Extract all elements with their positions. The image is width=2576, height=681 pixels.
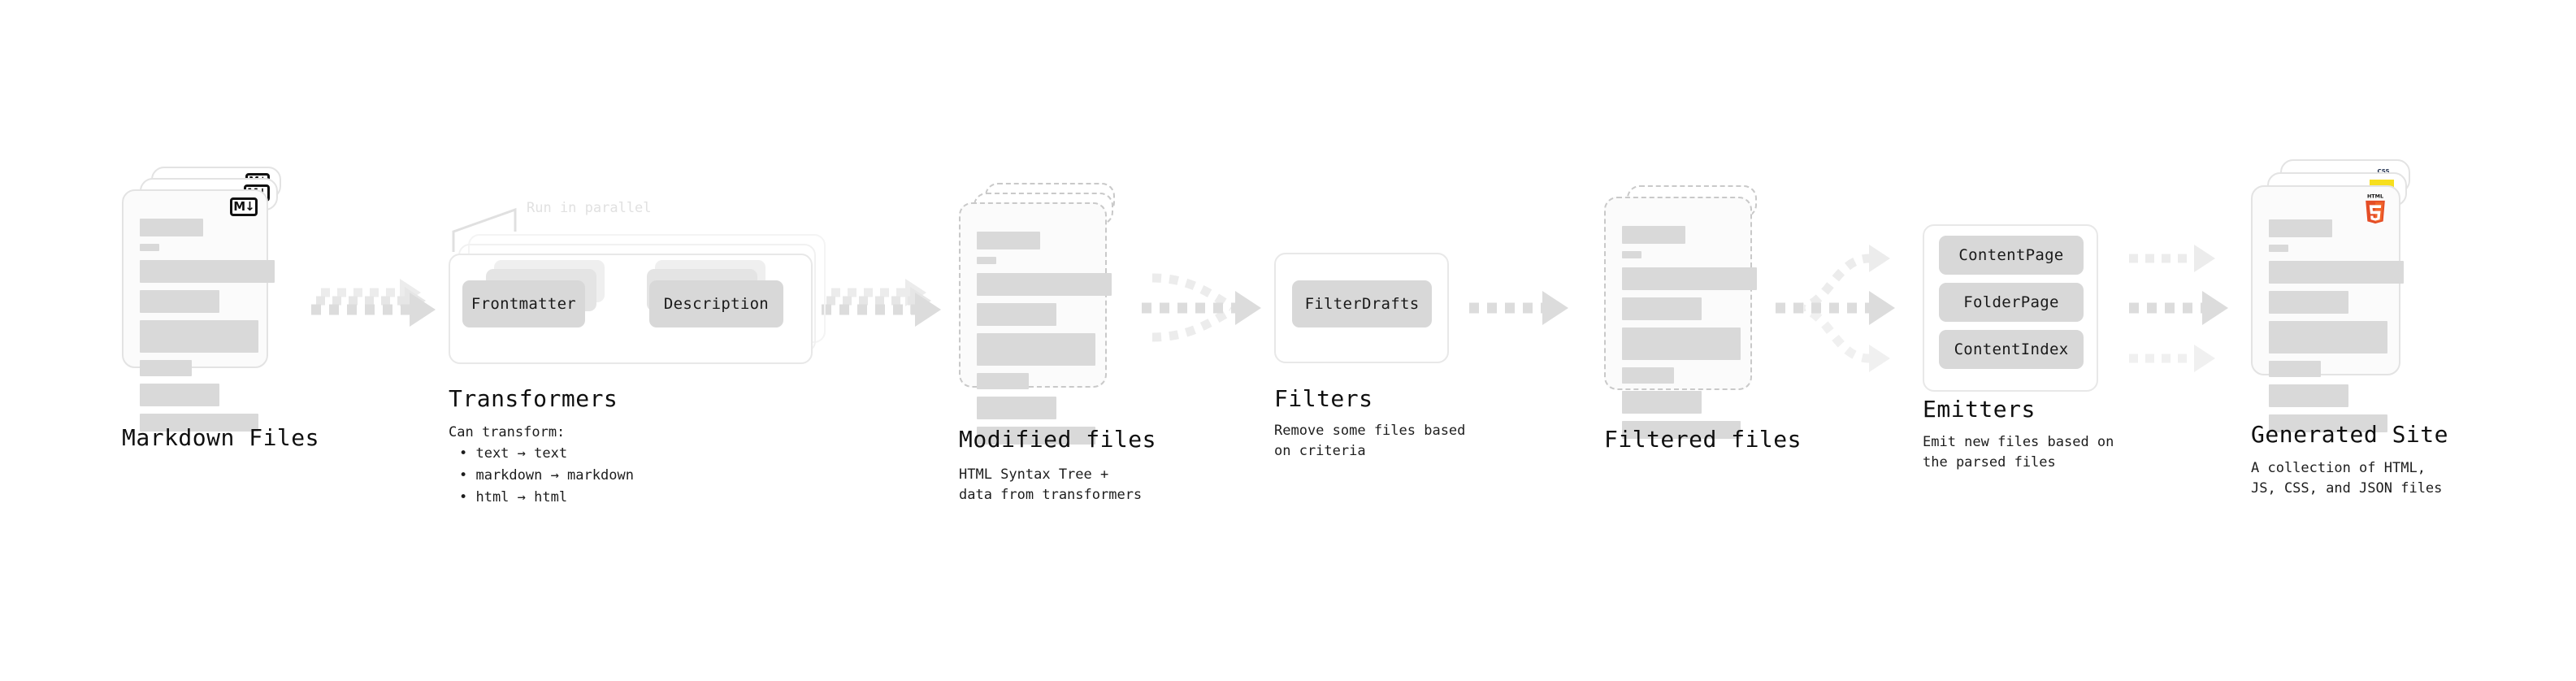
transformers-subtitle: Can transform: [449, 424, 566, 440]
arrow-modified-to-filters [1142, 273, 1261, 342]
content-bar [977, 303, 1056, 326]
content-bar [2269, 291, 2348, 314]
content-bar [1622, 251, 1641, 258]
markdown-badge-front: M↓ [230, 197, 258, 216]
content-bar [140, 384, 219, 406]
content-bar [2269, 245, 2288, 252]
content-bar [140, 219, 203, 236]
content-bar [977, 273, 1112, 296]
content-bar [1622, 421, 1741, 439]
generated-site-subtitle: A collection of HTML, JS, CSS, and JSON … [2251, 460, 2443, 497]
transformers-bullet-2: • html → html [459, 489, 568, 505]
content-bar [1622, 327, 1741, 360]
markdown-card-content [140, 219, 275, 432]
transformer-chip-description-label: Description [663, 295, 770, 313]
markdown-card-front [122, 189, 275, 432]
content-bar [1622, 297, 1702, 320]
arrow-emitters-to-site [2129, 245, 2228, 372]
filters-subtitle: Remove some files based on criteria [1274, 423, 1466, 459]
stage-title-generated-site: Generated Site [2251, 421, 2449, 448]
content-bar [2269, 261, 2404, 284]
content-bar [140, 290, 219, 313]
content-bar [977, 333, 1095, 366]
transformer-chip-description[interactable]: Description [649, 280, 783, 327]
stage-title-modified-files: Modified files [959, 426, 1157, 453]
stage-title-filtered-files: Filtered files [1604, 426, 1802, 453]
emitter-chip-folderpage-label: FolderPage [1963, 293, 2059, 311]
content-bar [977, 397, 1056, 419]
filtered-card-content [1622, 226, 1757, 439]
emitter-chip-contentindex-label: ContentIndex [1954, 340, 2069, 358]
content-bar [1622, 267, 1757, 290]
filter-chip-filterdrafts[interactable]: FilterDrafts [1292, 280, 1432, 327]
content-bar [1622, 367, 1674, 384]
content-bar [1622, 226, 1685, 244]
run-in-parallel-label: Run in parallel [527, 200, 652, 216]
content-bar [2269, 414, 2387, 432]
content-bar [140, 320, 258, 353]
stage-title-markdown-files: Markdown Files [122, 424, 320, 451]
site-card-front-html [2251, 185, 2404, 432]
emitter-chip-contentindex[interactable]: ContentIndex [1939, 330, 2084, 369]
svg-text:HTML: HTML [2367, 193, 2383, 199]
content-bar [977, 257, 996, 264]
content-bar [140, 414, 258, 432]
content-bar [2269, 219, 2332, 237]
content-bar [977, 232, 1040, 249]
emitter-chip-folderpage[interactable]: FolderPage [1939, 283, 2084, 322]
transformer-chip-frontmatter-label: Frontmatter [471, 295, 577, 313]
content-bar [140, 244, 159, 251]
modified-card-content [977, 232, 1112, 445]
transformers-bullet-1: • markdown → markdown [459, 467, 634, 484]
markdown-badge-label: M↓ [233, 199, 254, 214]
emitter-chip-contentpage-label: ContentPage [1958, 246, 2064, 264]
site-card-content [2269, 219, 2404, 432]
stage-title-emitters: Emitters [1923, 396, 2036, 423]
stage-title-transformers: Transformers [449, 385, 618, 412]
stage-title-filters: Filters [1274, 385, 1373, 412]
html5-icon: HTML [2366, 193, 2385, 224]
run-in-parallel-bracket [452, 207, 517, 252]
arrow-markdown-to-transformers [311, 279, 436, 327]
arrow-filtered-to-emitters [1776, 245, 1895, 372]
arrow-transformers-to-modified [822, 279, 941, 327]
modified-files-subtitle: HTML Syntax Tree + data from transformer… [959, 466, 1143, 503]
emitters-subtitle: Emit new files based on the parsed files [1923, 434, 2114, 471]
content-bar [1622, 391, 1702, 414]
content-bar [140, 360, 192, 376]
content-bar [977, 373, 1029, 389]
content-bar [977, 427, 1095, 445]
filter-chip-filterdrafts-label: FilterDrafts [1304, 295, 1420, 313]
transformers-bullet-0: • text → text [459, 445, 568, 462]
emitter-chip-contentpage[interactable]: ContentPage [1939, 236, 2084, 275]
content-bar [2269, 384, 2348, 407]
content-bar [2269, 361, 2321, 377]
content-bar [2269, 321, 2387, 354]
css-icon-label: CSS [2377, 168, 2390, 175]
arrow-filters-to-filtered [1469, 291, 1568, 325]
transformer-chip-frontmatter[interactable]: Frontmatter [462, 280, 585, 327]
content-bar [140, 260, 275, 283]
modified-card-front [959, 202, 1112, 445]
filtered-card-front [1604, 197, 1757, 439]
